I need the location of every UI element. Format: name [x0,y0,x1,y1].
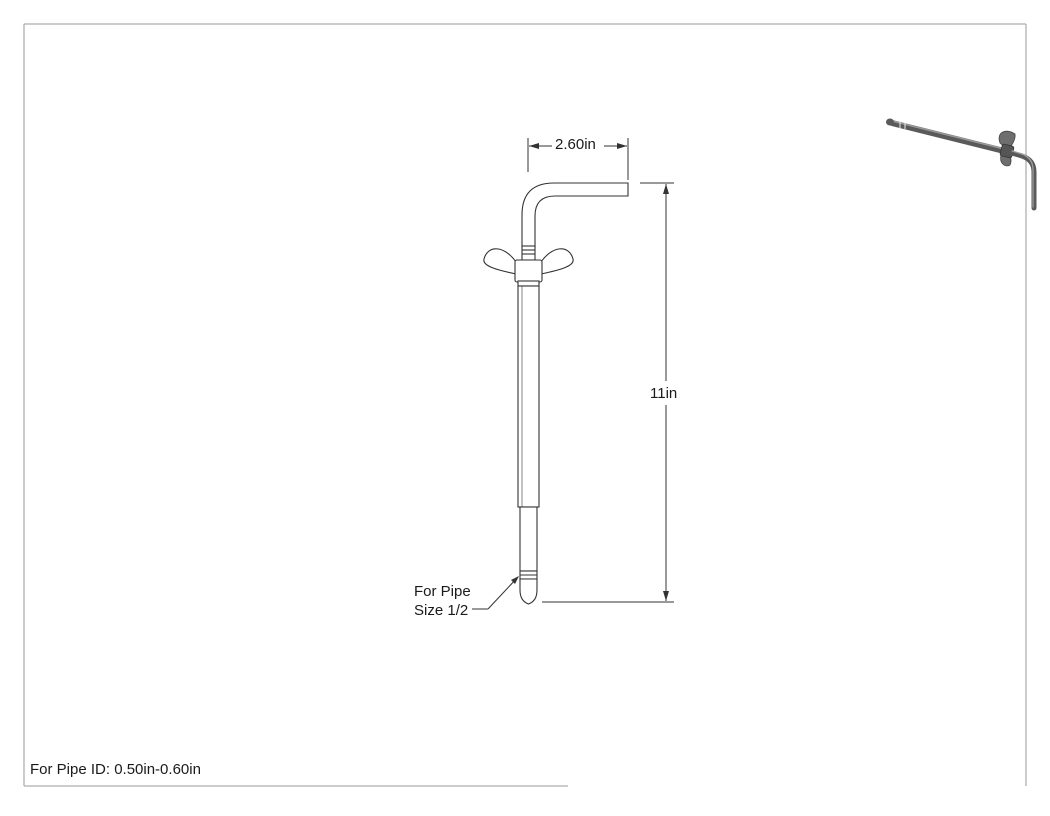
width-dimension [527,138,629,180]
main-rod [517,285,540,508]
isometric-view [886,118,1037,211]
callout-leader [472,576,519,610]
wing-nut-body [514,259,543,283]
lower-rod [519,506,538,572]
pipe-id-note: For Pipe ID: 0.50in-0.60in [30,761,201,778]
pipe-size-note-line2: Size 1/2 [414,602,469,619]
bent-handle [521,182,629,249]
height-dimension-label: 11in [650,383,678,405]
sheet-border [23,23,1027,787]
height-dimension [542,182,674,603]
wing-left [483,248,517,275]
width-dimension-label: 2.60in [553,136,598,154]
nut-collar [517,280,540,287]
pipe-size-note-line1: For Pipe [414,583,471,600]
front-view-part [483,182,629,605]
wing-right [540,248,574,275]
bullet-tip [519,578,538,605]
thread-section [521,245,536,261]
